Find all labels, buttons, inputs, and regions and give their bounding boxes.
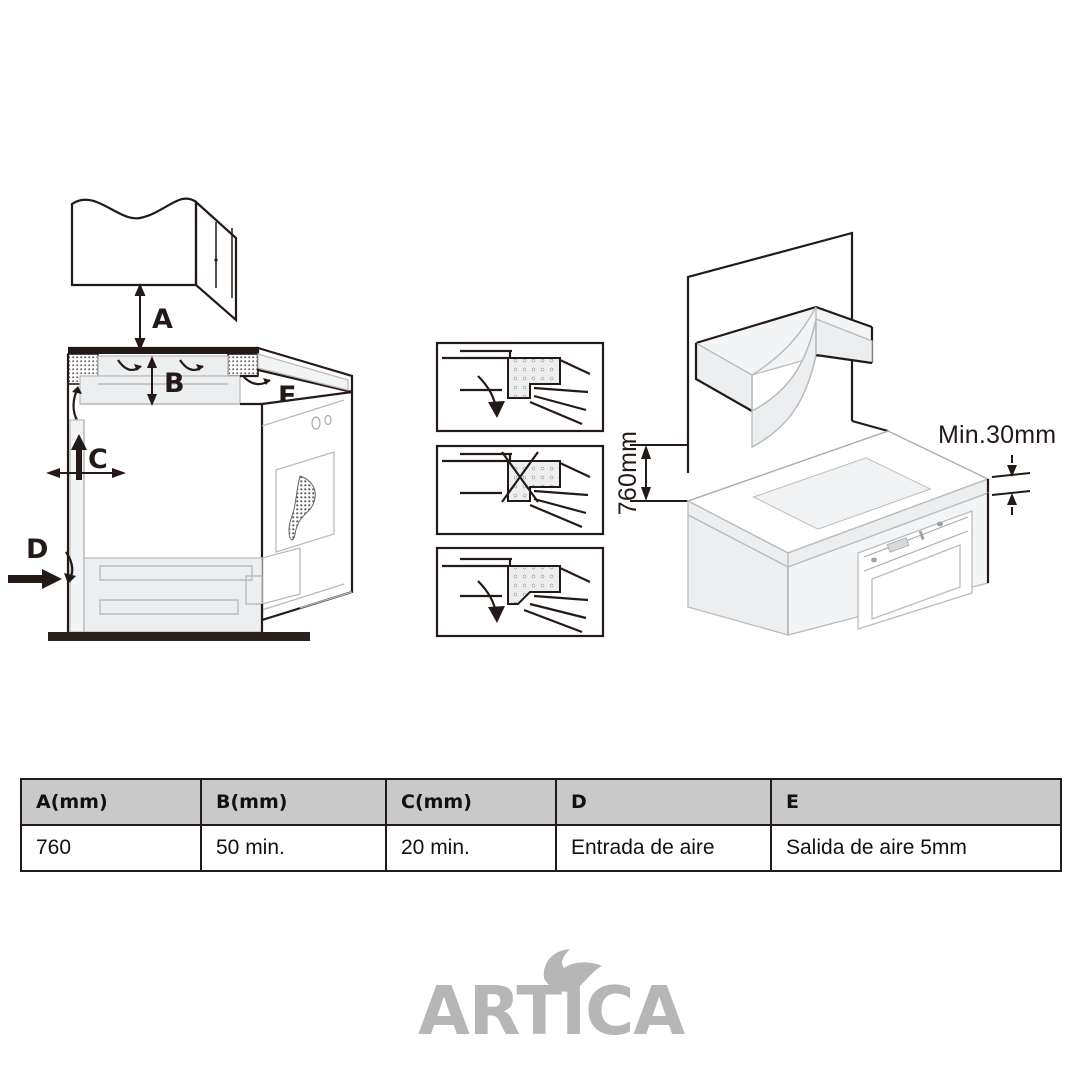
header-cell-a: A(mm) [20,778,202,826]
table-header-row: A(mm) B(mm) C(mm) D E [20,778,1062,826]
lower-cabinet [83,547,353,633]
header-cell-b: B(mm) [200,778,387,826]
dimension-a [134,283,146,351]
panel-2-incorrect [435,444,605,536]
floor-line [48,632,310,641]
brand-wordmark: ARTICA [418,972,685,1050]
brand-logo: ARTICA [418,948,685,1060]
dimension-760mm [630,444,688,502]
cell-e-value: Salida de aire 5mm [770,824,1062,872]
cell-c-value: 20 min. [385,824,557,872]
range-hood [694,305,874,449]
airflow-panels-figure [435,341,605,638]
built-in-oven [260,390,354,622]
panel-1-correct [435,341,605,433]
dimension-d [8,551,76,589]
dimension-min30 [991,455,1031,515]
isometric-figure: 760mm Min.30mm [614,231,1056,636]
specification-table: A(mm) B(mm) C(mm) D E 760 50 min. 20 min… [20,778,1062,872]
airflow-arrows-hob [72,359,271,423]
flame-icon [543,949,602,992]
label-c: C [88,444,108,475]
header-cell-e: E [770,778,1062,826]
upper-cabinet [70,197,238,323]
base-cabinet [687,492,990,636]
cell-a-value: 760 [20,824,202,872]
label-760mm: 760mm [614,431,642,515]
left-section-figure: A [8,197,354,641]
table-row: 760 50 min. 20 min. Entrada de aire Sali… [20,824,1062,872]
label-d: D [26,534,48,565]
cell-b-value: 50 min. [200,824,387,872]
cell-d-value: Entrada de aire [555,824,772,872]
panel-3-correct [435,546,605,638]
label-a: A [152,304,173,335]
dimension-c [46,434,126,480]
label-b: B [164,368,185,399]
worktop-assembly [66,346,354,418]
label-min30mm: Min.30mm [938,421,1056,449]
header-cell-d: D [555,778,772,826]
dimension-b [147,356,157,406]
header-cell-c: C(mm) [385,778,557,826]
cooktop [686,430,990,569]
